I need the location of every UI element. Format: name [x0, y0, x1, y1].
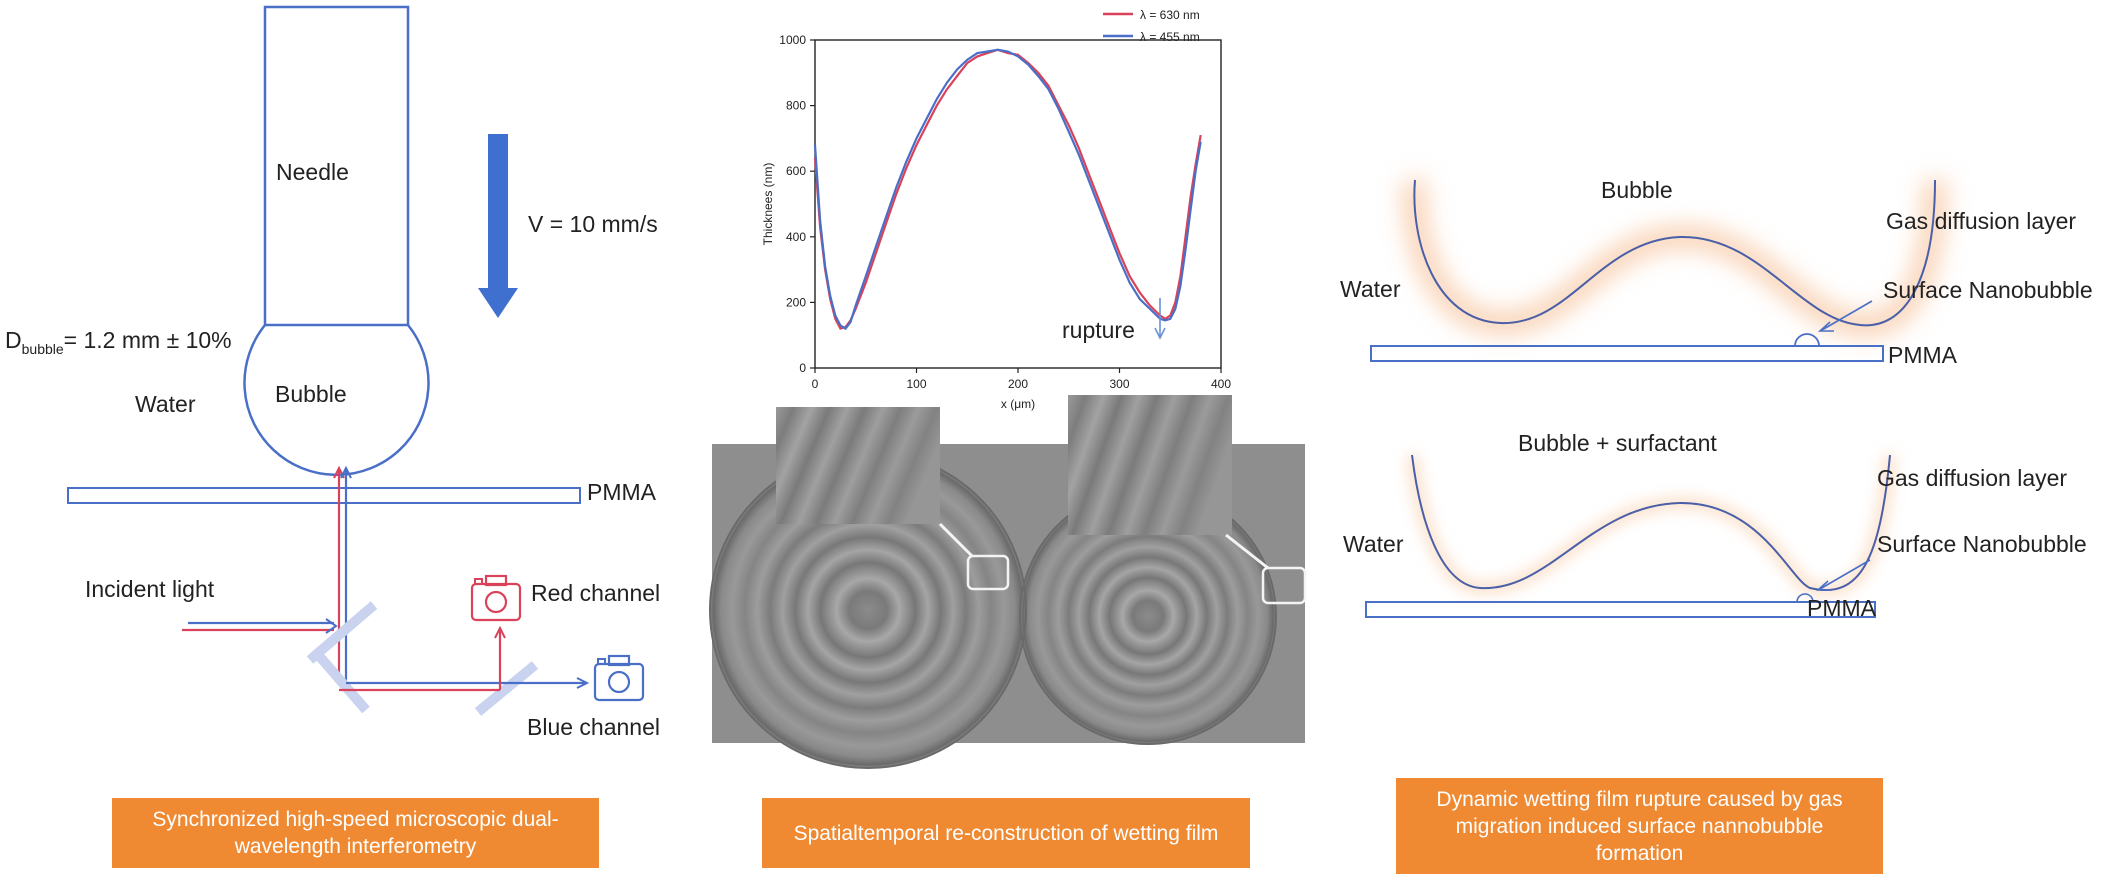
- x-tick-label: 300: [1109, 377, 1129, 391]
- x-tick-label: 0: [812, 377, 819, 391]
- legend-label: λ = 455 nm: [1140, 30, 1200, 44]
- zoom-box-left: [966, 554, 1010, 591]
- incident-light-label: Incident light: [85, 576, 215, 602]
- bubble-title-bottom: Bubble + surfactant: [1518, 430, 1717, 456]
- thickness-chart: 0 200 400 600 800 1000 0 100 200 300 400 Thicknee…: [761, 8, 1231, 411]
- y-tick-label: 200: [786, 295, 806, 309]
- beam-blue-up-arrow: [340, 465, 352, 479]
- red-channel-label: Red channel: [531, 580, 660, 606]
- bubble-interface-bottom: [1411, 454, 1891, 591]
- pmma-slab-top: [1370, 345, 1884, 362]
- needle-shape: [263, 5, 410, 327]
- pmma-slab-bottom: [1365, 601, 1876, 618]
- velocity-arrow: [478, 134, 518, 318]
- nanobubble-pointer-bottom-head: [1815, 580, 1832, 591]
- x-tick-label: 400: [1211, 377, 1231, 391]
- bubble-interface-top: [1413, 179, 1936, 327]
- y-tick-label: 600: [786, 164, 806, 178]
- water-label: Water: [135, 391, 196, 417]
- y-tick-label: 800: [786, 99, 806, 113]
- y-tick-label: 1000: [779, 33, 806, 47]
- y-tick-label: 400: [786, 230, 806, 244]
- red-camera-icon: [470, 574, 522, 622]
- water-label-bottom: Water: [1343, 531, 1404, 557]
- nanobubble-bottom: [1796, 593, 1814, 603]
- chart-legend: λ = 630 nm λ = 455 nm: [1103, 8, 1200, 44]
- caption-mechanism: Dynamic wetting film rupture caused by g…: [1396, 778, 1883, 874]
- bubble-title-top: Bubble: [1601, 177, 1673, 203]
- nanobubble-pointer-bottom: [1819, 559, 1871, 590]
- beam-splitter-lower: [310, 646, 370, 714]
- zoom-box-right: [1261, 566, 1307, 605]
- panel-mechanism: Bubble Water Gas diffusion layer Surface…: [1340, 177, 2093, 621]
- interferogram-image: [709, 395, 1307, 769]
- series-line-red: [813, 48, 1202, 330]
- pmma-label: PMMA: [587, 479, 657, 505]
- blue-right-arrowhead: [576, 677, 590, 689]
- y-tick-label: 0: [799, 361, 806, 375]
- x-tick-label: 100: [906, 377, 926, 391]
- gas-layer-label-top: Gas diffusion layer: [1886, 208, 2076, 234]
- nanobubble-pointer-top: [1821, 300, 1873, 331]
- nanobubble-label-top: Surface Nanobubble: [1883, 277, 2093, 303]
- red-up-arrowhead: [494, 625, 506, 639]
- zoom-pointer-left: [938, 522, 974, 558]
- series-line-blue: [813, 48, 1202, 331]
- panel-setup: Needle Bubble V = 10 mm/s Dbubble= 1.2 m…: [5, 5, 660, 740]
- x-axis-label: x (μm): [1001, 397, 1035, 411]
- caption-reconstruction: Spatialtemporal re-construction of wetti…: [762, 798, 1250, 868]
- chart-series: [813, 48, 1202, 331]
- nanobubble-top: [1794, 333, 1820, 347]
- rupture-arrow: [1154, 298, 1166, 340]
- x-ticks: 0 100 200 300 400: [812, 368, 1231, 391]
- needle-label: Needle: [276, 159, 349, 185]
- pmma-label-bottom: PMMA: [1807, 595, 1877, 621]
- caption-setup: Synchronized high-speed microscopic dual…: [112, 798, 599, 868]
- blue-channel-label: Blue channel: [527, 714, 660, 740]
- y-axis-label: Thicknees (nm): [761, 163, 775, 246]
- legend-label: λ = 630 nm: [1140, 8, 1200, 22]
- nanobubble-label-bottom: Surface Nanobubble: [1877, 531, 2087, 557]
- incident-arrowhead: [325, 618, 338, 634]
- water-label-top: Water: [1340, 276, 1401, 302]
- blue-camera-icon: [593, 654, 645, 702]
- bubble-label: Bubble: [275, 381, 347, 407]
- pmma-slab: [67, 487, 581, 504]
- diameter-label: Dbubble= 1.2 mm ± 10%: [5, 327, 232, 357]
- velocity-label: V = 10 mm/s: [528, 211, 658, 237]
- y-ticks: 0 200 400 600 800 1000: [779, 33, 815, 375]
- zoom-pointer-right: [1225, 533, 1269, 570]
- nanobubble-pointer-top-head: [1817, 321, 1834, 332]
- beam-splitter-right: [474, 661, 539, 716]
- pmma-label-top: PMMA: [1888, 342, 1958, 368]
- gas-layer-label-bottom: Gas diffusion layer: [1877, 465, 2067, 491]
- gas-layer-glow-bottom: [1406, 454, 1896, 596]
- x-tick-label: 200: [1008, 377, 1028, 391]
- rupture-label: rupture: [1062, 317, 1135, 343]
- panel-reconstruction: 0 200 400 600 800 1000 0 100 200 300 400 Thicknee…: [709, 8, 1307, 769]
- gas-layer-glow-top: [1403, 179, 1946, 337]
